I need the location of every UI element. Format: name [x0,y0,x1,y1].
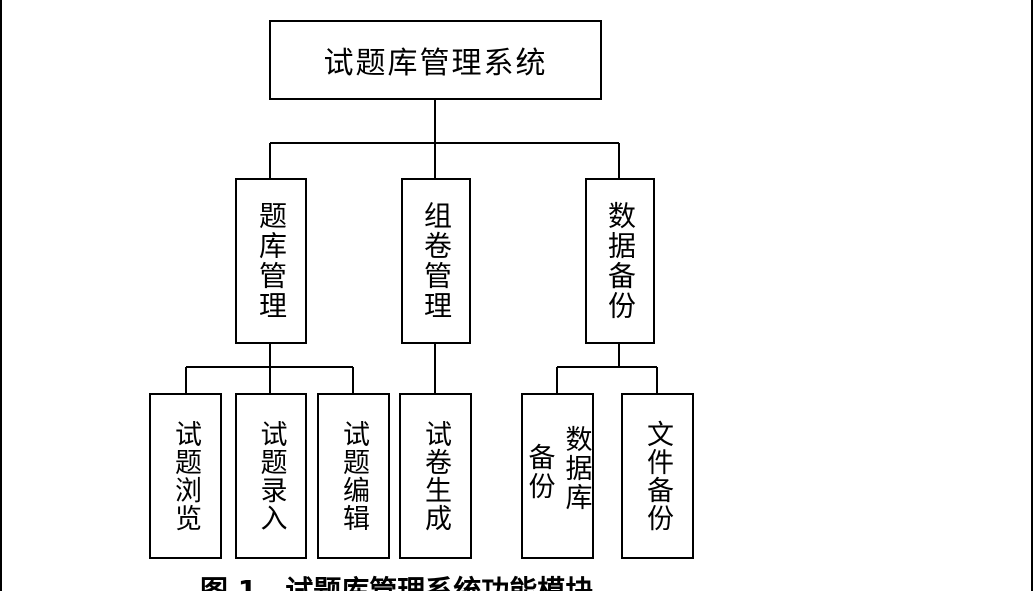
leaf-node-label: 试题编辑 [338,420,369,532]
frame-right-border [1031,0,1033,591]
leaf-node-database-backup: 数据库 备份 [521,393,594,559]
module-node-label: 组卷管理 [420,201,453,321]
leaf-node-label: 试题浏览 [170,420,201,532]
leaf-node-label: 试卷生成 [420,420,451,532]
module-node-paper-assembly: 组卷管理 [401,178,471,344]
module-node-label: 题库管理 [255,201,288,321]
figure-number: 图 1 [200,574,258,591]
root-node-label: 试题库管理系统 [323,46,548,81]
leaf-node-question-browse: 试题浏览 [149,393,222,559]
leaf-node-label-col1: 数据库 [560,425,592,512]
leaf-node-question-edit: 试题编辑 [317,393,390,559]
module-node-question-bank: 题库管理 [235,178,307,344]
leaf-node-label-col2: 备份 [523,443,555,501]
leaf-node-label: 文件备份 [642,420,673,532]
figure-caption: 图 1 试题库管理系统功能模块 [200,569,593,591]
leaf-node-question-entry: 试题录入 [235,393,307,559]
leaf-node-paper-generate: 试卷生成 [399,393,472,559]
module-node-label: 数据备份 [604,201,637,321]
frame-left-border [0,0,2,591]
module-node-data-backup: 数据备份 [585,178,655,344]
figure-caption-text: 试题库管理系统功能模块 [285,574,594,591]
leaf-node-file-backup: 文件备份 [621,393,694,559]
root-node: 试题库管理系统 [269,20,602,100]
leaf-node-label: 试题录入 [255,420,287,532]
